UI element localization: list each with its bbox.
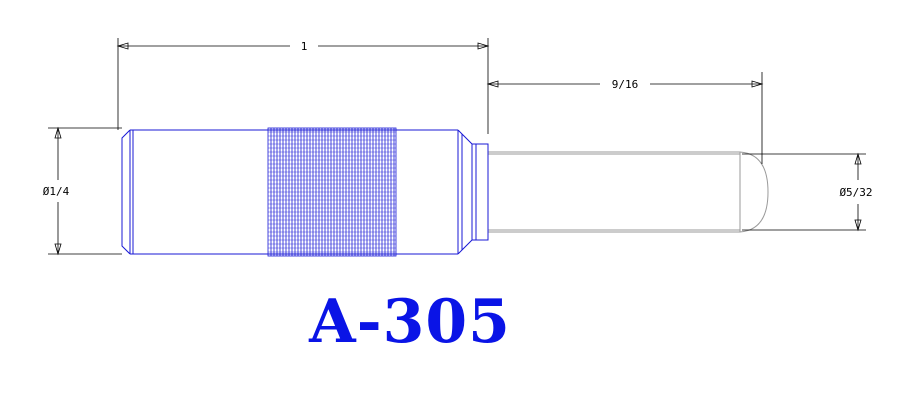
dim-overall-length: 1 bbox=[301, 40, 308, 53]
dim-pin-length: 9/16 bbox=[612, 78, 639, 91]
knurl-band bbox=[267, 127, 397, 257]
dim-body-diameter: Ø1/4 bbox=[43, 185, 70, 198]
arrow-length-right bbox=[477, 42, 490, 50]
arrow-pin-right bbox=[751, 80, 764, 88]
pin-outline bbox=[488, 151, 769, 233]
arrow-body-top bbox=[54, 126, 62, 139]
arrow-length-left bbox=[116, 42, 129, 50]
arrow-body-bottom bbox=[54, 243, 62, 256]
arrow-pindia-bottom bbox=[854, 219, 862, 232]
body-right-taper bbox=[457, 129, 473, 255]
arrow-pindia-top bbox=[854, 152, 862, 165]
body-left-chamfer bbox=[121, 129, 131, 255]
dimensions bbox=[48, 38, 866, 256]
part-number: A-305 bbox=[308, 287, 511, 357]
body-shoulder bbox=[471, 143, 489, 241]
body bbox=[121, 129, 489, 255]
arrow-pin-left bbox=[486, 80, 499, 88]
dim-pin-diameter: Ø5/32 bbox=[839, 186, 872, 199]
pin bbox=[488, 151, 769, 233]
